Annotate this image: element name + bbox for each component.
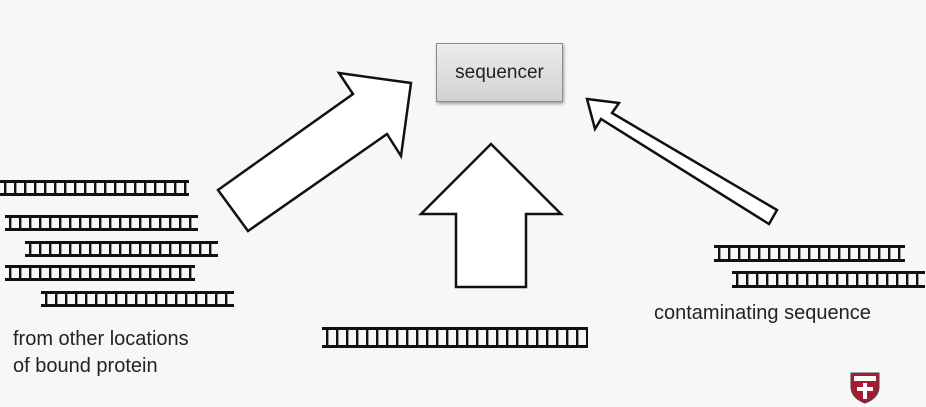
dna-ladder — [0, 180, 189, 196]
harvard-shield-icon — [850, 372, 880, 404]
label-bound-protein: of bound protein — [13, 355, 158, 377]
dna-ladder — [5, 265, 195, 281]
label-contaminating-sequence: contaminating sequence — [654, 302, 871, 324]
sequencer-label: sequencer — [455, 61, 544, 83]
arrow-center-up — [417, 142, 565, 289]
arrow-left-to-sequencer — [216, 71, 413, 233]
label-other-locations: from other locations — [13, 328, 189, 350]
dna-ladder — [714, 245, 905, 262]
dna-ladder — [25, 241, 218, 257]
dna-ladder-target — [322, 327, 588, 348]
dna-fragment-cluster-left — [0, 180, 234, 307]
dna-ladder — [5, 215, 198, 231]
dna-fragment-cluster-right — [714, 245, 925, 288]
arrow-contamination-to-sequencer — [585, 97, 779, 226]
sequencer-box: sequencer — [436, 43, 563, 102]
dna-ladder — [732, 271, 925, 288]
dna-ladder — [41, 291, 234, 307]
